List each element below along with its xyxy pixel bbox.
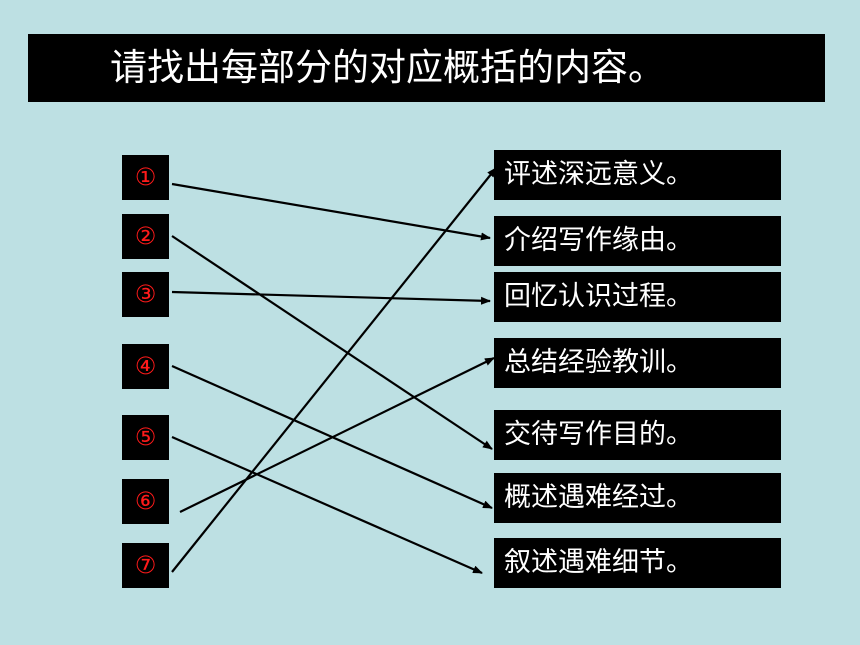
number-box-2: ②: [122, 214, 169, 259]
arrow-7: [171, 167, 497, 573]
arrow-3: [171, 290, 491, 305]
arrow-5: [171, 435, 483, 575]
number-box-3: ③: [122, 272, 169, 317]
option-box-6: 概述遇难经过。: [494, 473, 781, 523]
number-box-7: ⑦: [122, 543, 169, 588]
option-box-3: 回忆认识过程。: [494, 272, 781, 322]
number-box-5: ⑤: [122, 415, 169, 460]
arrow-1: [171, 182, 491, 241]
option-box-7: 叙述遇难细节。: [494, 538, 781, 588]
page-title: 请找出每部分的对应概括的内容。: [110, 46, 665, 89]
title-bar: 请找出每部分的对应概括的内容。: [28, 34, 825, 102]
number-box-1: ①: [122, 155, 169, 200]
arrow-6: [179, 357, 495, 513]
option-box-2: 介绍写作缘由。: [494, 216, 781, 266]
number-box-6: ⑥: [122, 479, 169, 524]
option-box-1: 评述深远意义。: [494, 150, 781, 200]
number-box-4: ④: [122, 344, 169, 389]
arrow-2: [171, 235, 493, 450]
option-box-4: 总结经验教训。: [494, 338, 781, 388]
option-box-5: 交待写作目的。: [494, 410, 781, 460]
